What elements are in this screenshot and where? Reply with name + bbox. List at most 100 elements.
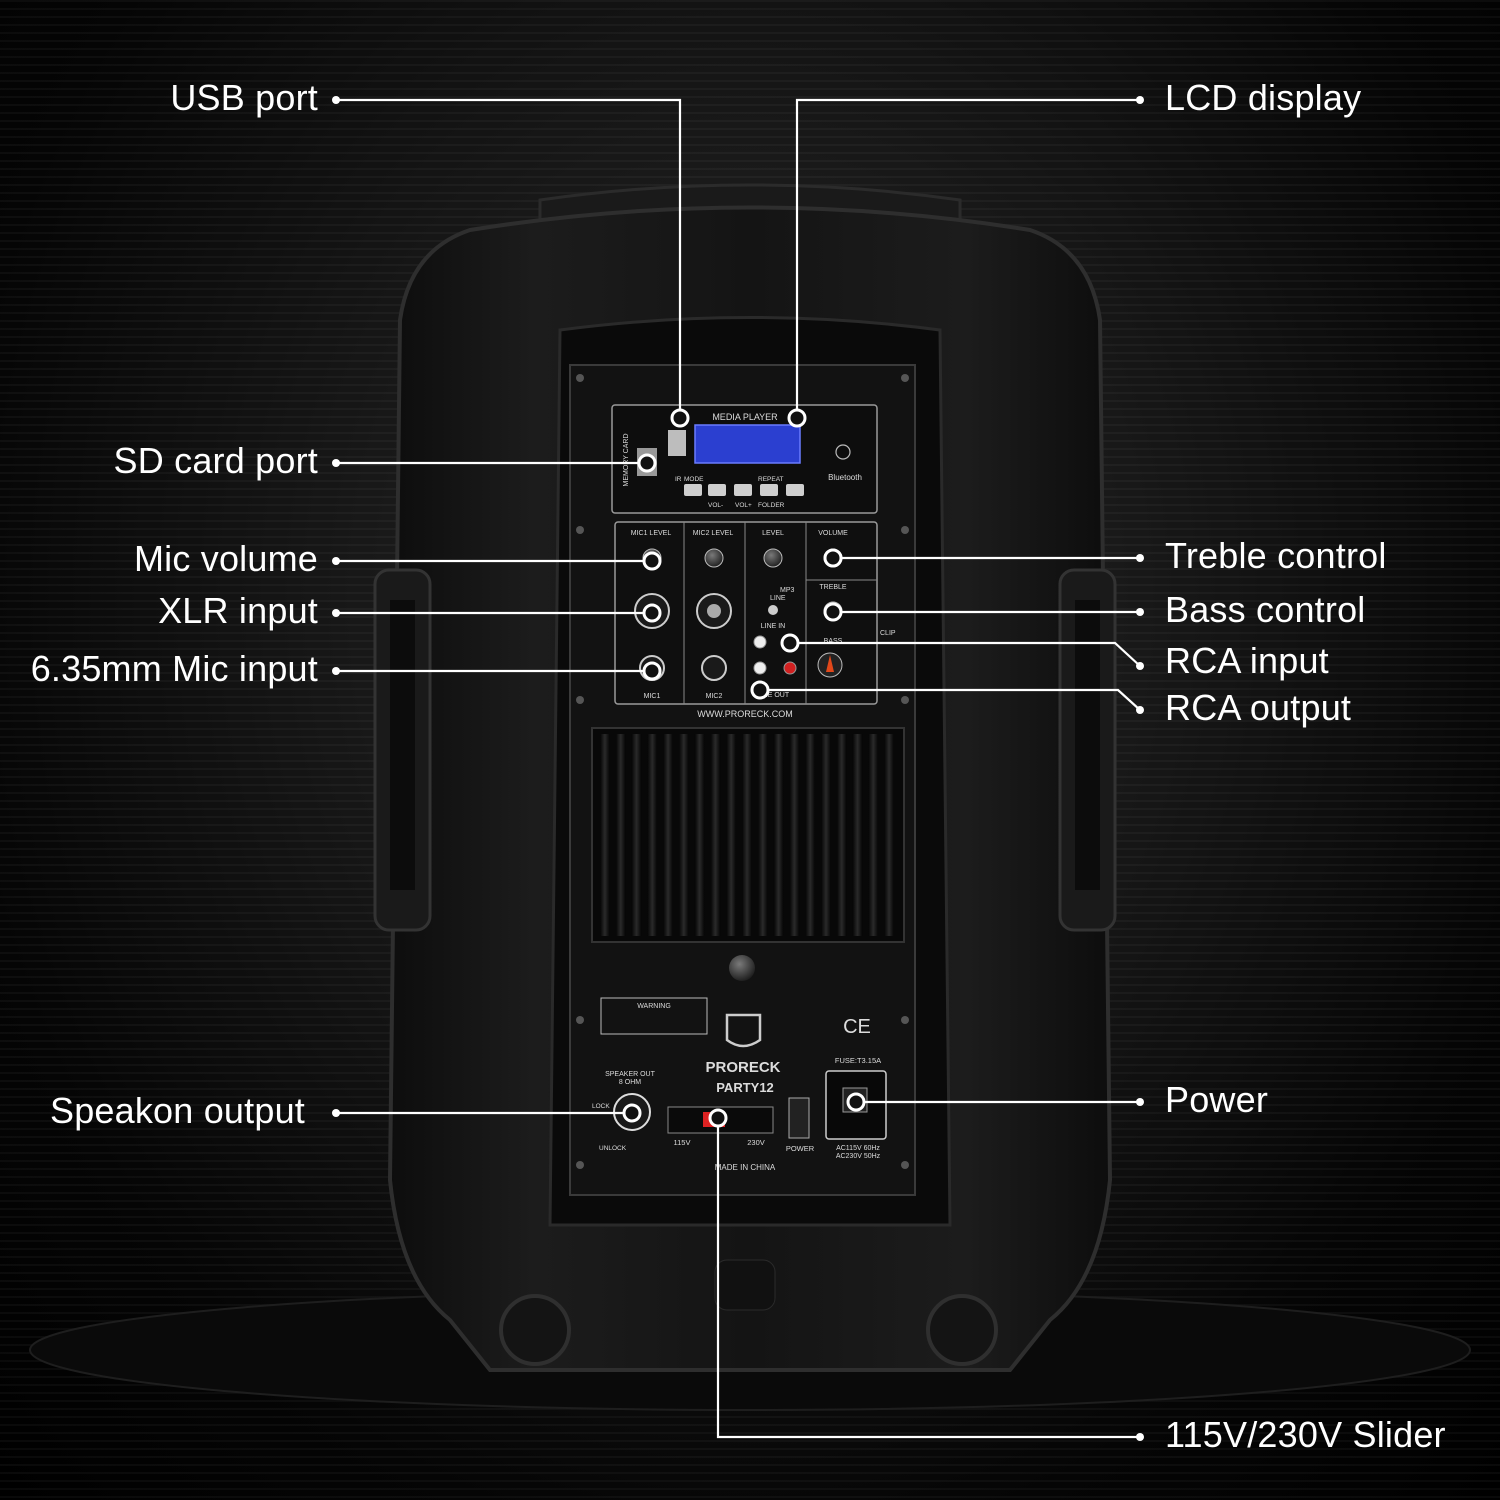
mic1-level-label: MIC1 LEVEL <box>631 530 672 537</box>
v230-label: 230V <box>747 1138 765 1147</box>
warning-label: WARNING <box>637 1003 671 1010</box>
power-switch-label: POWER <box>786 1144 815 1153</box>
right-wheel <box>926 1294 998 1366</box>
source-switch[interactable] <box>768 605 778 615</box>
repeat-label: REPEAT <box>758 476 784 483</box>
heatsink-fin <box>789 734 800 936</box>
heatsink-fin <box>678 734 689 936</box>
warning-box <box>600 997 708 1035</box>
jack-input-2[interactable] <box>701 655 727 681</box>
vol-plus-label: VOL+ <box>735 502 752 509</box>
ir-label: IR <box>675 476 682 483</box>
callout-voltage-slider: 115V/230V Slider <box>1165 1414 1446 1455</box>
heatsink-fin <box>836 734 847 936</box>
folder-label: FOLDER <box>758 502 785 509</box>
callout-dots <box>332 96 1144 1441</box>
power-switch[interactable] <box>788 1097 810 1139</box>
heatsink-fin <box>821 734 831 936</box>
callout-power: Power <box>1165 1079 1269 1120</box>
ohm-label: 8 OHM <box>619 1079 641 1086</box>
callout-mic-volume: Mic volume <box>133 538 318 579</box>
heatsink-fin <box>742 734 752 936</box>
mic2-level-knob[interactable] <box>704 548 724 568</box>
heatsink-fin <box>694 734 705 936</box>
heatsink-fin <box>726 734 737 936</box>
mount-bolt <box>729 955 755 981</box>
lock-label: LOCK <box>592 1103 610 1110</box>
rca-out-left[interactable] <box>753 661 767 675</box>
callout-leaders <box>336 98 1141 1439</box>
rca-out-right[interactable] <box>783 661 797 675</box>
left-handle-slot <box>390 600 415 890</box>
heatsink-fin <box>757 734 768 936</box>
heatsink-fin <box>884 734 894 936</box>
website-label: WWW.PRORECK.COM <box>697 709 793 719</box>
callout-bass-control: Bass control <box>1165 589 1366 630</box>
mode-label: MODE <box>684 476 704 483</box>
fuse-label: FUSE:T3.15A <box>835 1056 881 1065</box>
speaker-out-label: SPEAKER OUT <box>605 1071 656 1078</box>
media-button-4[interactable] <box>760 484 778 496</box>
bass-label: BASS <box>824 638 843 645</box>
clip-label: CLIP <box>880 630 896 637</box>
callout-rca-input: RCA input <box>1165 640 1329 681</box>
ce-mark: CE <box>843 1016 871 1038</box>
media-player-label: MEDIA PLAYER <box>712 412 778 422</box>
volume-label: VOLUME <box>818 530 848 537</box>
ac115-label: AC115V 60Hz <box>836 1145 880 1152</box>
vol-minus-label: VOL- <box>708 502 723 509</box>
callout-mic-input: 6.35mm Mic input <box>30 648 318 689</box>
mic2-label: MIC2 <box>706 693 723 700</box>
line-out-label: LINE OUT <box>757 692 790 699</box>
unlock-label: UNLOCK <box>599 1145 627 1152</box>
treble-label: TREBLE <box>819 584 847 591</box>
callout-rca-output: RCA output <box>1165 687 1352 728</box>
heatsink-fin <box>852 734 863 936</box>
rca-in-left[interactable] <box>753 635 767 649</box>
media-button-5[interactable] <box>786 484 804 496</box>
brand-logo <box>725 1013 762 1048</box>
bluetooth-icon <box>835 444 851 460</box>
model-label: PARTY12 <box>716 1080 774 1095</box>
v115-label: 115V <box>674 1138 691 1147</box>
callout-usb-port: USB port <box>170 77 318 118</box>
heatsink-fin <box>647 734 658 936</box>
bluetooth-label: Bluetooth <box>828 473 862 482</box>
rear-foot <box>714 1259 776 1311</box>
heatsink-fin <box>868 734 879 936</box>
media-button-2[interactable] <box>708 484 726 496</box>
heatsink-fin <box>600 734 610 936</box>
media-button-3[interactable] <box>734 484 752 496</box>
line-in-label: LINE IN <box>761 623 786 630</box>
brand-label: PRORECK <box>705 1059 780 1076</box>
level-label: LEVEL <box>762 530 784 537</box>
heatsink-fin <box>773 734 784 936</box>
mic1-label: MIC1 <box>644 693 661 700</box>
heatsink-fin <box>631 734 642 936</box>
heatsink-fin <box>805 734 816 936</box>
plate-screws <box>576 374 909 1169</box>
mp3-label: MP3 <box>780 587 795 594</box>
lcd-screen <box>694 424 801 464</box>
callout-sd-card-port: SD card port <box>113 440 318 481</box>
memory-card-label: MEMORY CARD <box>623 433 630 486</box>
callout-speakon-output: Speakon output <box>49 1090 305 1131</box>
callout-xlr-input: XLR input <box>158 590 318 631</box>
callout-lcd-display: LCD display <box>1165 77 1362 118</box>
made-in-label: MADE IN CHINA <box>715 1163 776 1172</box>
right-handle-slot <box>1075 600 1100 890</box>
media-button-1[interactable] <box>684 484 702 496</box>
left-wheel <box>499 1294 571 1366</box>
usb-slot <box>668 430 686 456</box>
line-label: LINE <box>770 595 786 602</box>
callout-treble-control: Treble control <box>1165 535 1387 576</box>
ac230-label: AC230V 50Hz <box>836 1153 881 1160</box>
media-buttons <box>684 484 804 496</box>
heatsink-fins <box>600 734 894 936</box>
callout-targets <box>622 408 866 1128</box>
line-level-knob[interactable] <box>763 548 783 568</box>
heatsink-fin <box>710 734 721 936</box>
heatsink-fin <box>615 734 626 936</box>
